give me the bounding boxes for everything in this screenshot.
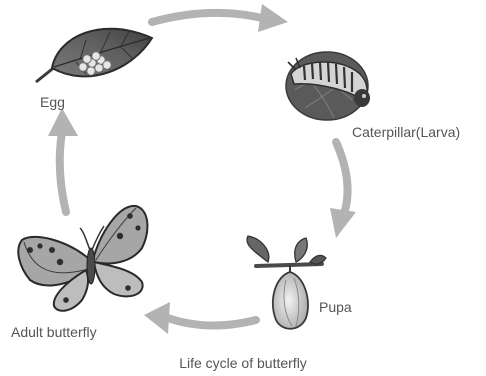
caterpillar-illustration (286, 52, 370, 120)
egg-label: Egg (40, 94, 65, 110)
pupa-label: Pupa (319, 299, 352, 315)
arrow-adult-to-egg (48, 108, 78, 212)
arrow-caterpillar-to-pupa (330, 142, 356, 238)
arrow-egg-to-caterpillar (152, 4, 288, 32)
butterfly-illustration (18, 206, 147, 311)
pupa-illustration (247, 236, 326, 329)
egg-leaf-illustration (36, 29, 152, 82)
diagram-caption: Life cycle of butterfly (0, 355, 486, 371)
arrow-pupa-to-adult (144, 302, 256, 334)
caterpillar-label: Caterpillar(Larva) (352, 124, 460, 140)
adult-butterfly-label: Adult butterfly (11, 324, 97, 340)
